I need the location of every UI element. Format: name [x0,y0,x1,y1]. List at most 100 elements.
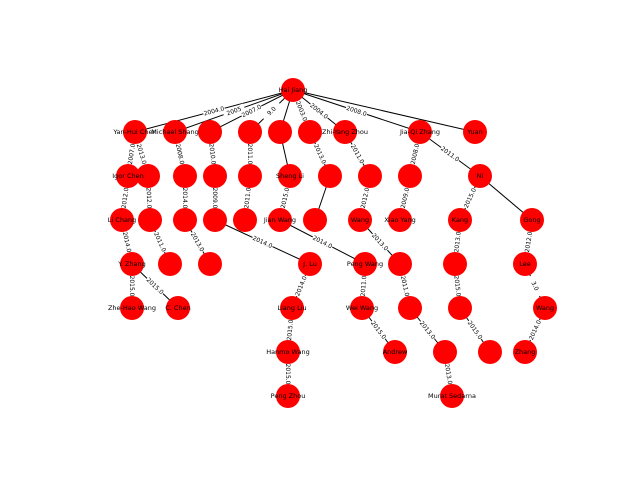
edge-year-label: 2013.0 [189,231,206,253]
edge-label-background [211,187,219,209]
edge-label-background [348,142,367,166]
graph-edge [292,89,476,133]
edge-label-background [344,103,369,119]
author-name-label: C. Chen [165,304,190,312]
edge-year-label: 2011.0 [152,231,167,253]
edge-year-label: 2015.0 [286,319,295,341]
edge-year-label: 2014.0 [294,275,308,297]
author-node [120,252,144,276]
author-node [163,120,187,144]
author-node [443,252,467,276]
author-name-label: Andrew [383,348,408,356]
author-name-label: Li Chang [108,216,136,224]
author-node [158,252,182,276]
edge-label-background [188,230,207,254]
edge-label-background [307,100,331,122]
edge-label-background [119,186,131,210]
author-node [333,120,357,144]
edge-label-background [278,186,292,210]
edge-year-label: 2012.0 [145,187,153,208]
author-node [533,296,557,320]
edge-year-label: 2014.0 [528,319,543,341]
edge-label-background [522,230,535,254]
edge-label-background [250,233,275,251]
node-layer [110,78,557,408]
edge-label-background [442,362,455,386]
author-node [203,164,227,188]
author-name-label: Sheng Li [276,172,304,180]
author-name-label: Peng Wang [347,260,383,268]
edge-year-label: 2015.0 [369,320,387,341]
edge-label-background [144,275,166,297]
author-node [303,208,327,232]
author-node [120,296,144,320]
edge-year-label: 2010.0 [207,143,216,165]
author-node [448,296,472,320]
author-node [198,252,222,276]
edge-label-background [526,318,544,342]
author-node [350,296,374,320]
author-name-label: Peng Zhou [271,392,306,400]
edge-label-background [368,318,389,342]
author-node [383,340,407,364]
edge-year-label: 2011.0 [399,275,411,297]
edge-year-label: 2007.0 [241,104,263,120]
author-node [166,296,190,320]
author-node [448,208,472,232]
edge-year-label: 2003.0 [294,100,308,122]
author-node [136,164,160,188]
author-node [408,120,432,144]
edge-label-background [285,318,295,342]
author-name-label: Hai Jiang [279,86,308,94]
author-node [468,164,492,188]
edge-year-label: 2015.0 [145,277,165,297]
author-name-label: Yan-Hui Chen [112,128,156,136]
author-node [281,78,305,102]
author-node [478,340,502,364]
author-name-label: Igor Chen [112,172,144,180]
edge-year-label: 2011.0 [360,275,368,297]
edge-label-background [417,318,438,342]
edge-label-background [293,274,309,298]
author-node [110,208,134,232]
edge-year-label: 2009.0 [400,187,412,209]
author-name-label: Wang [536,304,554,312]
author-node [298,120,322,144]
author-name-label: Gong [523,216,540,224]
edge-year-label: 2004.0 [308,102,329,121]
author-name-label: Xiao Yang [384,216,416,224]
edge-year-label: 2015.0 [466,320,484,341]
edge-year-label: 2013.0 [453,231,462,253]
edge-label-background [246,143,254,165]
edge-label-background [452,230,463,254]
author-node [520,208,544,232]
author-node [298,252,322,276]
author-node [268,120,292,144]
author-node [123,120,147,144]
edge-year-label: 2011.0 [246,144,253,165]
edge-year-label: 2013.0 [370,232,389,252]
author-node [203,208,227,232]
edge-year-label: 2014.0 [181,188,188,209]
edge-year-label: 2011.0 [439,145,460,163]
edge-year-label: 2005 [226,106,243,118]
edge-year-label: 2012.0 [524,231,534,253]
edge-label-background [311,142,329,166]
edge-label-background [260,100,283,122]
edge-label-background [207,142,218,166]
edge-label-background [134,142,149,166]
edge-label-background [222,103,246,119]
edge-label-background [202,104,226,118]
author-name-label: Liang Liu [277,304,306,312]
edge-label-background [120,230,134,254]
edge-year-label: 2015.0 [128,276,135,297]
author-name-label: Zhe-Hao Wang [108,304,156,312]
author-node [388,208,412,232]
author-name-label: J. Lu [302,260,317,268]
edge-label-background [398,274,412,298]
author-node [398,164,422,188]
edge-label-background [452,274,463,298]
edge-label-background [526,274,544,298]
